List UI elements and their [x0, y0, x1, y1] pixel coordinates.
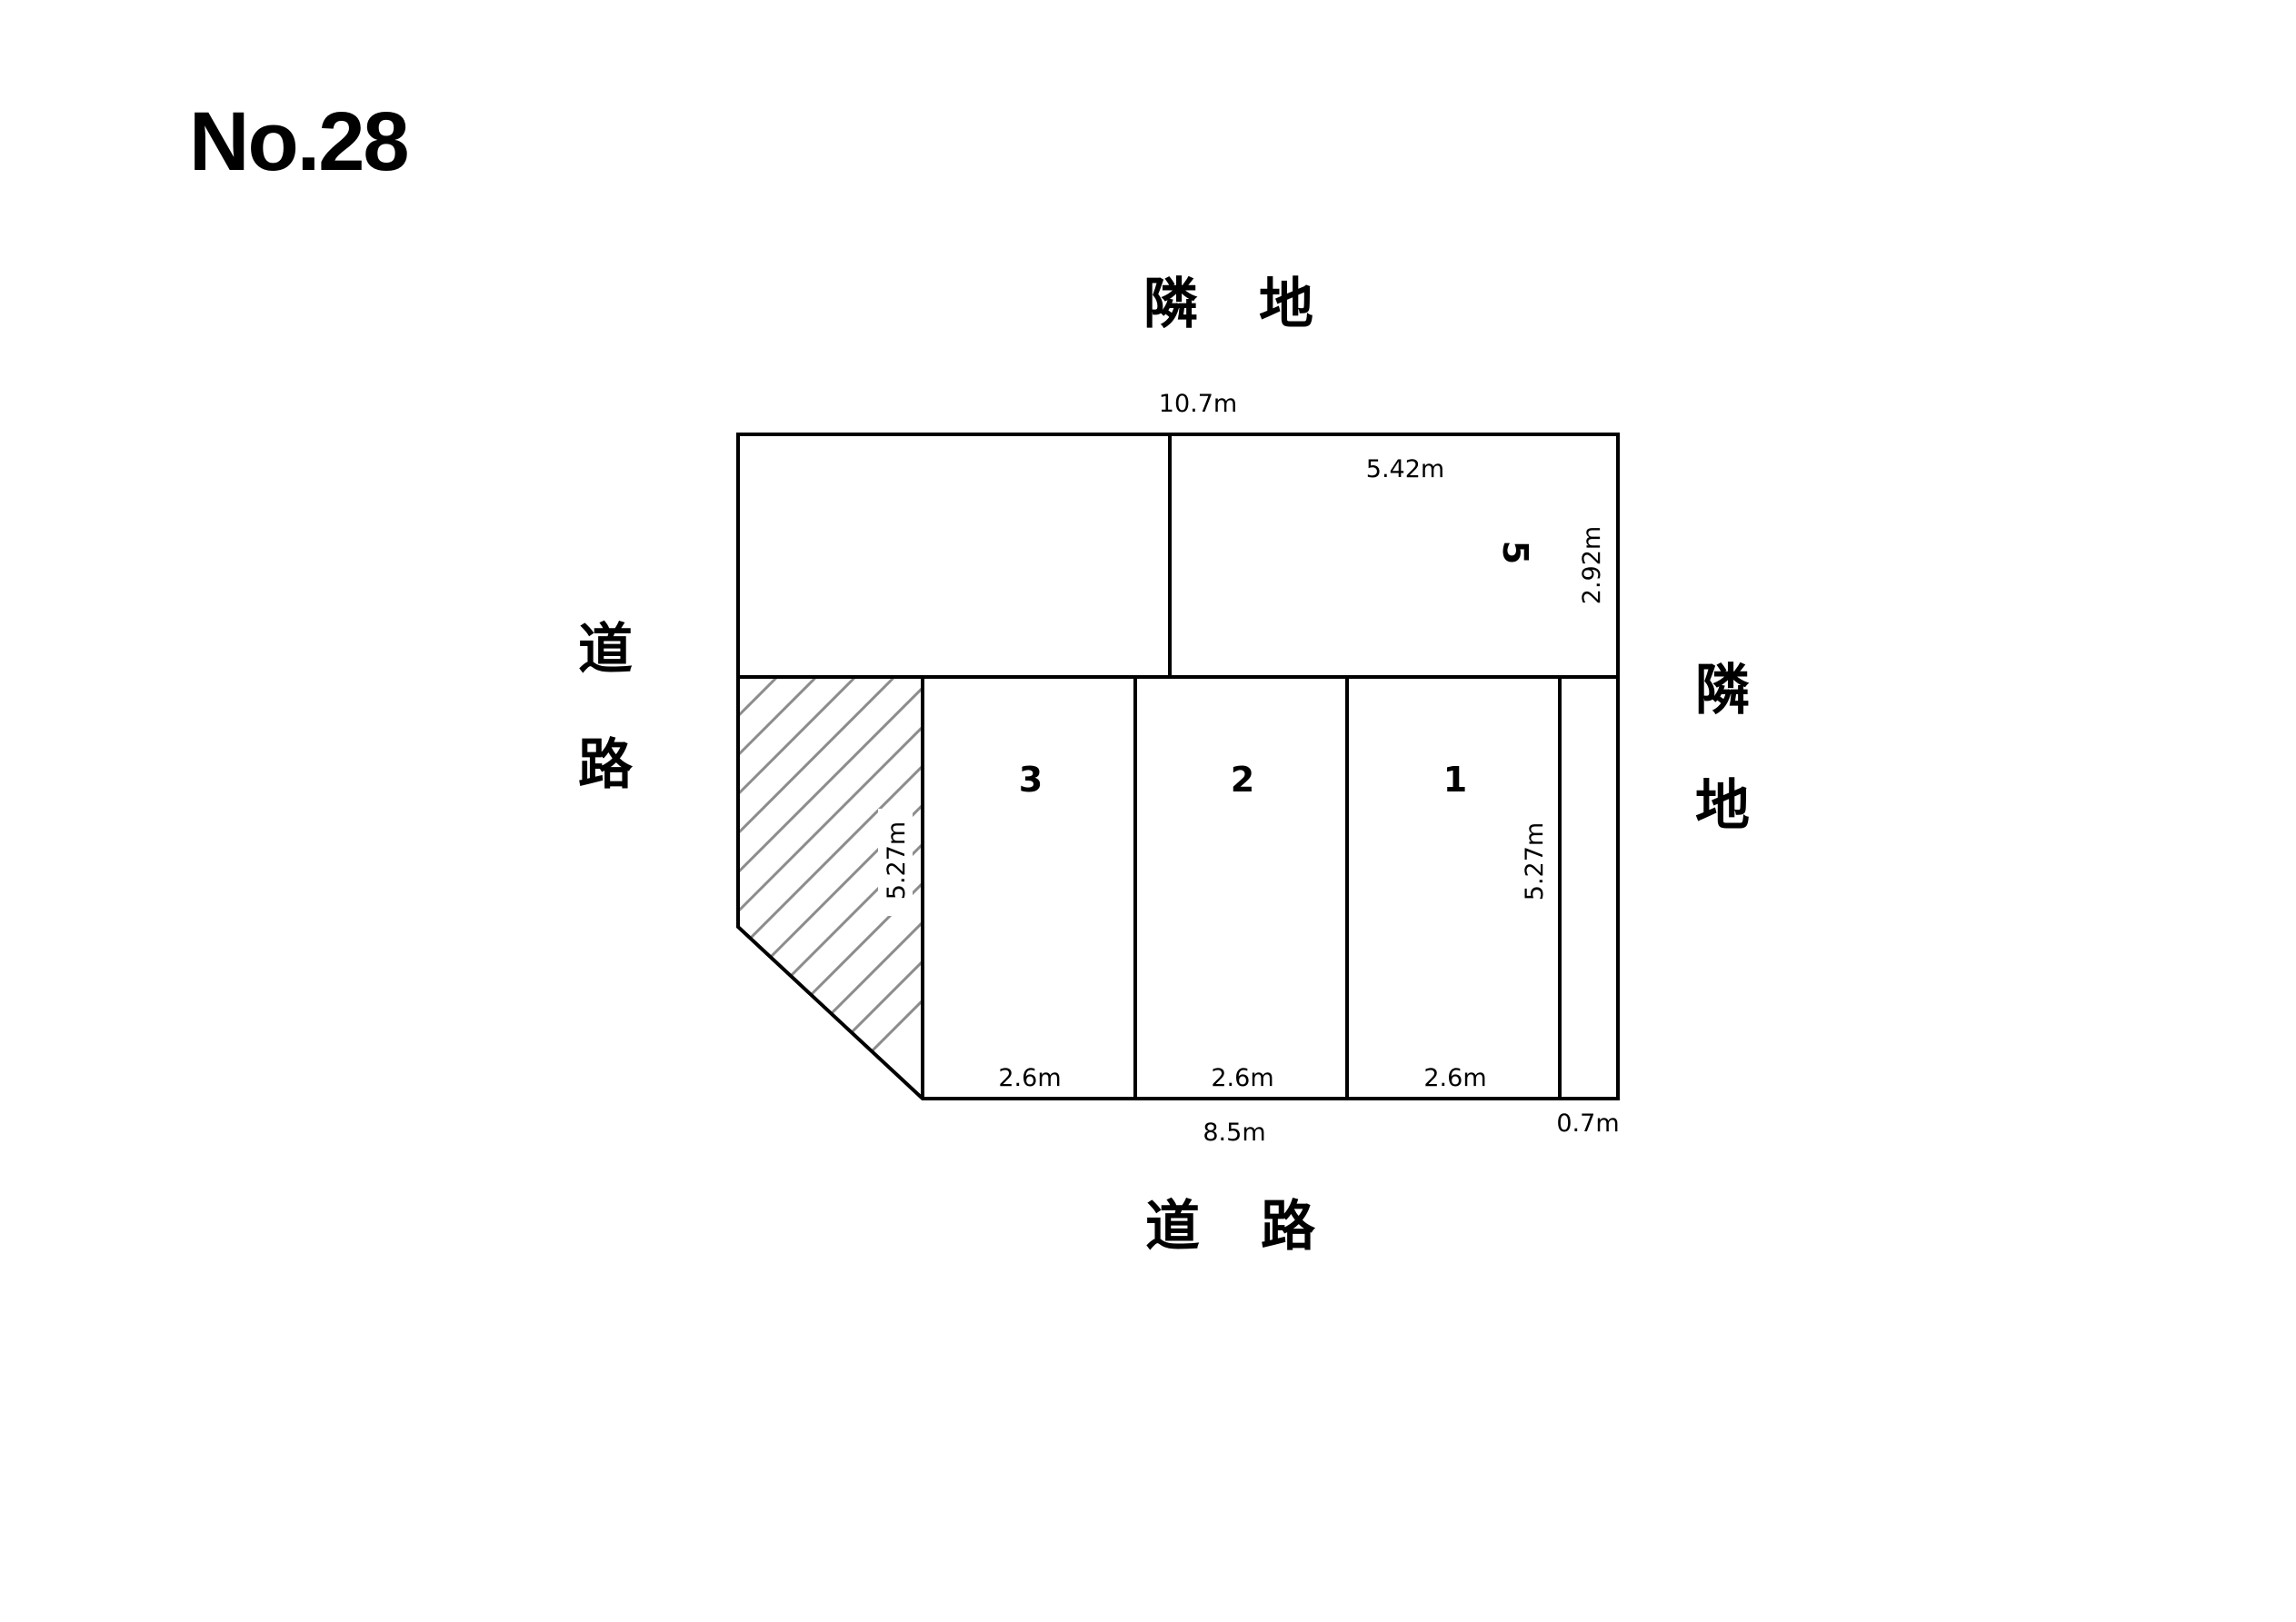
lot-number-3: 3: [1019, 760, 1043, 800]
label-neighbor-right-1: 隣: [1695, 659, 1750, 722]
label-road-bottom-1: 道: [1145, 1195, 1200, 1259]
label-neighbor-right-2: 地: [1695, 774, 1750, 838]
lot-number-2: 2: [1231, 760, 1254, 800]
dimension-lot5-depth: 2.92m: [1578, 526, 1606, 604]
dimension-hatched-depth: 5.27m: [883, 821, 911, 900]
label-road-bottom-2: 路: [1261, 1195, 1315, 1259]
lot-number-1: 1: [1443, 760, 1467, 800]
plan-number-title: No.28: [189, 95, 410, 188]
dimension-lot3-width: 2.6m: [998, 1064, 1061, 1092]
site-outline: [736, 433, 1620, 1100]
lot-number-5: 5: [1495, 541, 1535, 564]
dimension-frontage-total: 8.5m: [1203, 1119, 1265, 1147]
dimension-overall-top: 10.7m: [1159, 390, 1237, 418]
hatched-area: [738, 677, 923, 1099]
dimension-lot5-width: 5.42m: [1366, 455, 1444, 483]
label-road-left-2: 路: [578, 733, 633, 797]
dimension-lot1-width: 2.6m: [1423, 1064, 1486, 1092]
label-road-left-1: 道: [578, 618, 633, 682]
dimension-strip-width: 0.7m: [1556, 1110, 1619, 1138]
label-neighbor-top-1: 隣: [1143, 273, 1198, 336]
dimension-lot1-depth: 5.27m: [1521, 822, 1549, 901]
dimension-lot2-width: 2.6m: [1211, 1064, 1273, 1092]
label-neighbor-top-2: 地: [1259, 273, 1313, 336]
